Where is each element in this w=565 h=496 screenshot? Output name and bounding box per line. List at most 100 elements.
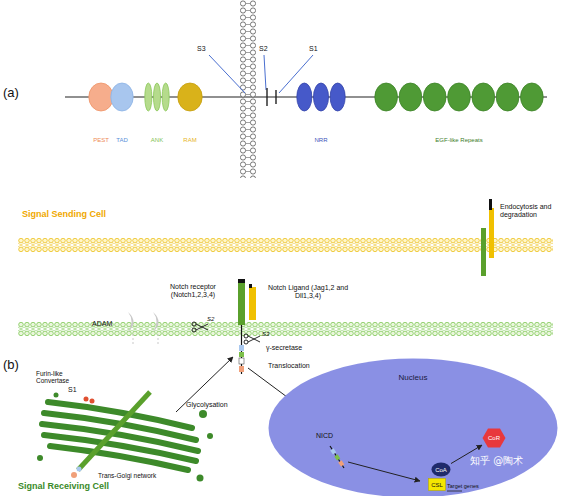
node-shape [432,463,451,477]
node-shape [111,83,133,111]
cell-membrane [240,0,256,178]
node-shape [297,83,312,111]
node-shape [269,359,558,496]
notch-receptor [249,287,256,320]
golgi-receptor [84,397,89,402]
ram-domain-outline [177,82,203,112]
coactivator: CoA [431,462,451,477]
scissors-symbol [192,322,196,326]
golgi-stack [42,402,198,470]
gene-line [447,491,462,492]
node-shape [330,83,345,111]
ank-domain: ANK [144,82,170,146]
text-label: Glycolysation [186,401,228,409]
golgi-vesicle [199,410,207,418]
notch-receptor [238,283,245,325]
node-label: ANK [144,137,170,144]
node-label: TAD [110,137,134,144]
node-shape [483,429,506,448]
text-label: Signal Receiving Cell [18,481,109,491]
cleavage-tick [275,90,276,104]
golgi-receptor [71,392,150,478]
golgi-vesicle [54,393,59,398]
golgi-receptor [77,467,82,472]
scissors-symbol [248,336,260,342]
node-shape [448,83,471,111]
text-label: S2 [259,45,268,53]
nicd-fragment [338,460,344,466]
node-label: CoA [431,466,451,473]
scissors-symbol [244,334,248,338]
node-shape [375,83,398,111]
nucleus-ellipse: NucleusCoACSLCoR [268,358,558,496]
golgi-receptor [71,472,77,478]
sending-membrane [18,238,553,252]
node-label: NRR [296,137,346,144]
nicd-fragment [334,454,340,460]
adam-protease [128,312,159,345]
pest-domain: PEST [88,82,114,146]
csl-box: CSL [428,478,446,491]
ank-domain-outline [144,82,170,112]
notch-receptor [239,366,244,372]
egf-repeats-outline [374,82,544,112]
node-shape [472,83,495,111]
nicd-fragment [330,446,344,468]
nrr-domain: NRR [296,82,346,146]
text-label: (b) [3,358,19,373]
text-label: NICD [316,432,333,440]
scissors-symbol [192,328,196,332]
text-label: S1 [309,45,318,53]
text-label: S3 [197,45,206,53]
nrr-domain-outline [296,82,346,112]
text-label: Target genes [447,483,479,489]
notch-receptor [249,284,252,288]
text-label: γ-secretase [266,344,302,352]
connector-arrow [451,445,482,463]
text-label: Notch receptor (Notch1,2,3,4) [150,283,236,299]
golgi-vesicle [37,455,43,461]
node-shape [423,83,446,111]
tad-domain: TAD [110,82,134,146]
node-label: CSL [428,481,446,488]
text-label: Notch Ligand (Jag1,2 and Dll1,3,4) [262,284,354,300]
text-label: 知乎 @陶术 [470,455,523,467]
node-shape [521,83,544,111]
notch-receptor [239,358,244,364]
cleavage-tick [266,88,267,106]
node-label: RAM [177,137,203,144]
nicd-fragment [330,446,344,468]
ligand-complex [481,228,486,276]
node-shape [178,83,202,111]
notch-receptor [238,279,245,283]
golgi-vesicle [207,433,213,439]
node-shape [313,83,328,111]
node-label: EGF-like Repeats [374,137,544,144]
scissors-symbol [196,324,208,330]
text-label: S2 [207,316,214,323]
ligand-complex [489,199,492,210]
node-shape [429,479,446,491]
notch-receptor [239,352,244,357]
pest-domain-outline [88,82,114,112]
golgi-receptor [78,392,150,470]
text-label: Trans-Golgi network [98,472,156,479]
flow-arrow [348,462,420,481]
adam-protease [153,312,159,332]
golgi-stack [50,446,188,470]
callout-leader [264,55,266,90]
node-label: CoR [482,435,506,442]
flow-arrow [176,357,233,412]
callout-leader [209,55,313,93]
ligand-complex [481,199,494,276]
cleavage-tick [267,88,276,106]
node-shape [153,83,160,111]
callout-leader [209,55,245,93]
text-label: ADAM [92,320,112,328]
node-shape [162,83,169,111]
